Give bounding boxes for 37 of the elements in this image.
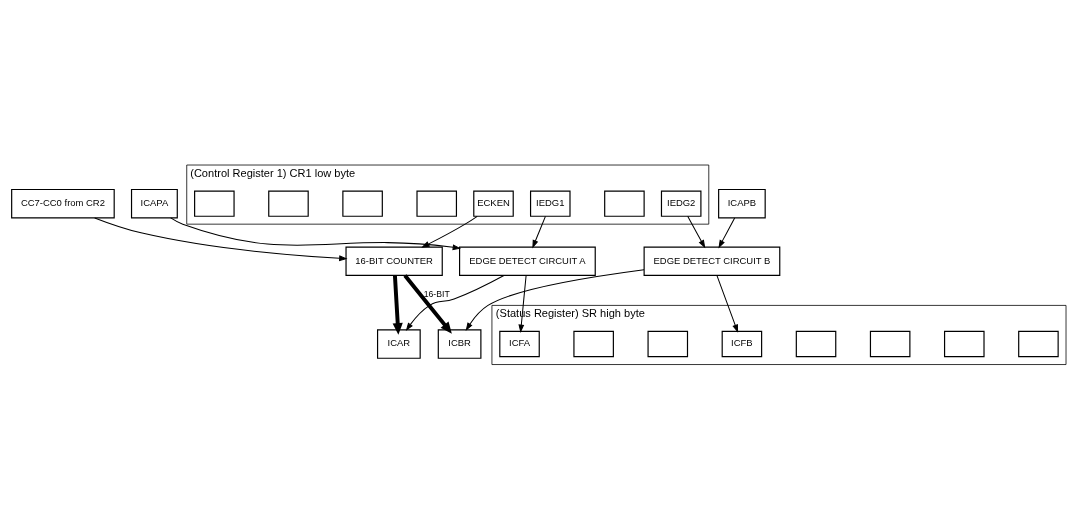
node-box: IEDG1 <box>530 189 571 217</box>
node-box <box>416 189 458 217</box>
node-box: EDGE DETECT CIRCUIT B <box>643 245 781 276</box>
node-box: ICFB <box>721 330 763 357</box>
arrow <box>532 215 546 248</box>
node-box <box>869 330 911 357</box>
node-box: ICAPB <box>718 188 766 218</box>
node-box <box>944 330 985 357</box>
arrow <box>94 216 348 261</box>
node-box: CC7-CC0 from CR2 <box>11 188 115 218</box>
arrow <box>421 215 478 248</box>
arrow <box>687 215 706 248</box>
arrow <box>392 274 403 335</box>
arrow <box>405 274 505 331</box>
node-box <box>604 189 645 217</box>
node-box <box>194 189 235 217</box>
arrow <box>465 268 645 331</box>
node-box <box>573 330 614 357</box>
node-box: ICAPA <box>130 188 178 218</box>
node-box <box>795 330 837 357</box>
node-box <box>647 330 689 357</box>
node-box <box>342 189 383 217</box>
node-box: 16-BIT COUNTER <box>345 245 443 276</box>
arrow <box>170 216 461 250</box>
edge-label: 16-BIT <box>423 288 450 299</box>
node-box <box>1018 330 1059 357</box>
node-box: ICFA <box>499 330 540 357</box>
arrow <box>518 274 527 333</box>
node-box: EDGE DETECT CIRCUIT A <box>459 245 596 276</box>
arrow <box>718 217 736 248</box>
arrow <box>403 273 452 334</box>
node-box <box>268 189 309 217</box>
arrow <box>716 274 739 333</box>
node-box: IEDG2 <box>660 189 702 217</box>
node-box: ECKEN <box>473 189 514 217</box>
node-box: ICBR <box>437 328 482 359</box>
node-box: ICAR <box>377 328 421 359</box>
